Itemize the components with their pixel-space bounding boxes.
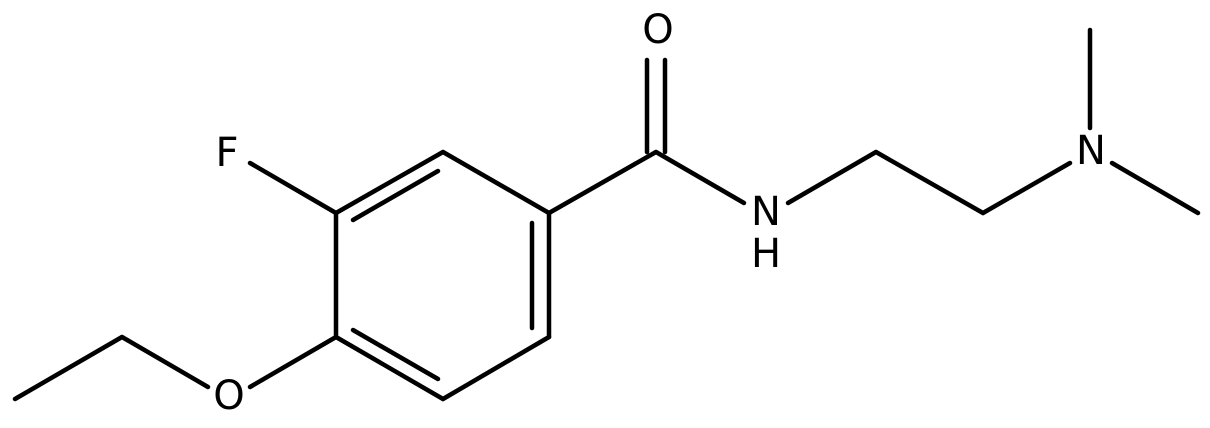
bond-ch2-n: [980, 160, 1073, 216]
bond-ring-c2-c3-inner: [350, 168, 441, 223]
bond-ch2-ch3: [12, 334, 125, 402]
bond-ring-f: [247, 160, 339, 216]
atom-label-amide-hydrogen: H: [751, 231, 781, 277]
bond-ring-c4-c5-inner: [350, 327, 441, 382]
bond-ring-carbonyl: [546, 149, 659, 216]
atom-label-amide-nitrogen: N: [751, 189, 781, 235]
bond-o-ch2: [119, 334, 211, 390]
bond-n-methyl-right: [1109, 160, 1201, 216]
atom-label-amine-nitrogen: N: [1076, 128, 1106, 174]
atom-label-ether-oxygen: O: [213, 373, 244, 419]
atom-label-fluorine: F: [215, 130, 238, 176]
bond-ring-c2-c3: [333, 149, 446, 216]
bond-ring-c1-c2: [440, 149, 552, 216]
bond-ring-c4-c5: [333, 334, 446, 402]
bond-ring-o: [247, 334, 339, 390]
atom-label-carbonyl-oxygen: O: [642, 7, 673, 53]
bond-ring-c5-c6: [440, 334, 552, 402]
bond-ch2-ch2: [873, 149, 986, 216]
bond-carbonyl-nh: [653, 149, 747, 206]
bond-nh-ch2: [785, 149, 879, 206]
